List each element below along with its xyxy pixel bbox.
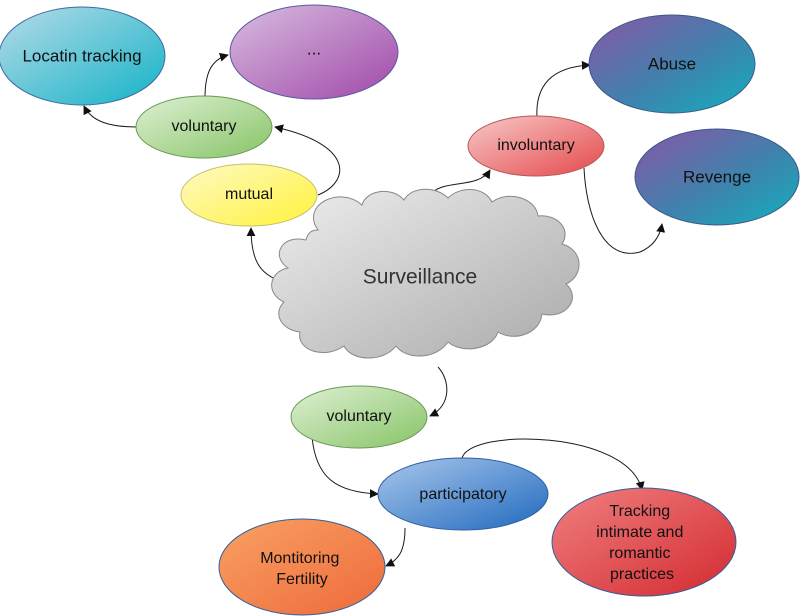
node-monitoring-fertility-label: Montitoring Fertility <box>260 550 344 588</box>
node-abuse-label: Abuse <box>648 54 696 73</box>
node-tracking-intimate: Tracking intimate and romantic practices <box>551 487 737 597</box>
node-location-tracking: Locatin tracking <box>0 6 166 106</box>
node-mutual-label: mutual <box>225 186 273 203</box>
node-monitoring-fertility-shape <box>218 518 386 616</box>
node-mutual-shape <box>180 163 318 227</box>
node-location-tracking-shape <box>0 6 166 106</box>
node-voluntary-top-label: voluntary <box>172 118 237 135</box>
node-participatory-label: participatory <box>419 486 506 503</box>
node-revenge-label: Revenge <box>683 167 751 186</box>
node-abuse: Abuse <box>588 14 756 114</box>
cloud-shape <box>271 188 580 359</box>
node-tracking-intimate-line-2: intimate and <box>596 524 683 541</box>
node-voluntary-top: voluntary <box>135 95 273 159</box>
node-voluntary-bottom: voluntary <box>290 385 428 449</box>
edge-involuntary-to-revenge <box>583 167 666 254</box>
node-involuntary-label: involuntary <box>497 137 574 154</box>
center-label: Surveillance <box>363 266 477 289</box>
node-ellipsis: ... <box>229 4 399 100</box>
node-tracking-intimate-shape <box>551 487 737 597</box>
node-participatory-shape <box>377 457 549 531</box>
node-mutual: mutual <box>180 163 318 227</box>
node-involuntary-shape <box>467 115 605 177</box>
node-participatory: participatory <box>377 457 549 531</box>
node-monitoring-fertility-line-1: Montitoring <box>260 550 339 567</box>
edge-participatory-to-tracking-intimate <box>461 438 645 491</box>
edges <box>83 52 666 567</box>
node-involuntary: involuntary <box>467 115 605 177</box>
node-tracking-intimate-line-1: Tracking <box>609 503 670 520</box>
node-abuse-shape <box>588 14 756 114</box>
node-monitoring-fertility: Montitoring Fertility <box>218 518 386 616</box>
edge-voluntary-top-to-location-tracking <box>83 105 139 128</box>
node-tracking-intimate-line-3: romantic <box>609 545 670 562</box>
node-voluntary-bottom-shape <box>290 385 428 449</box>
edge-voluntary-bottom-to-participatory <box>311 436 379 499</box>
edge-involuntary-to-abuse <box>536 60 591 119</box>
node-ellipsis-label: ... <box>307 39 321 58</box>
edge-surveillance-to-voluntary-bottom <box>429 366 448 417</box>
edge-voluntary-top-to-ellipsis <box>204 52 229 99</box>
node-ellipsis-shape <box>229 4 399 100</box>
edge-mutual-to-voluntary-top <box>274 124 341 196</box>
node-location-tracking-label: Locatin tracking <box>22 46 141 65</box>
edge-participatory-to-monitoring-fertility <box>385 527 406 567</box>
node-revenge: Revenge <box>634 128 800 226</box>
node-voluntary-bottom-label: voluntary <box>327 408 392 425</box>
node-tracking-intimate-label: Tracking intimate and romantic practices <box>596 503 688 583</box>
node-voluntary-top-shape <box>135 95 273 159</box>
node-tracking-intimate-line-4: practices <box>610 566 674 583</box>
node-monitoring-fertility-line-2: Fertility <box>276 571 328 588</box>
surveillance-cloud: Surveillance <box>271 188 580 359</box>
node-revenge-shape <box>634 128 800 226</box>
